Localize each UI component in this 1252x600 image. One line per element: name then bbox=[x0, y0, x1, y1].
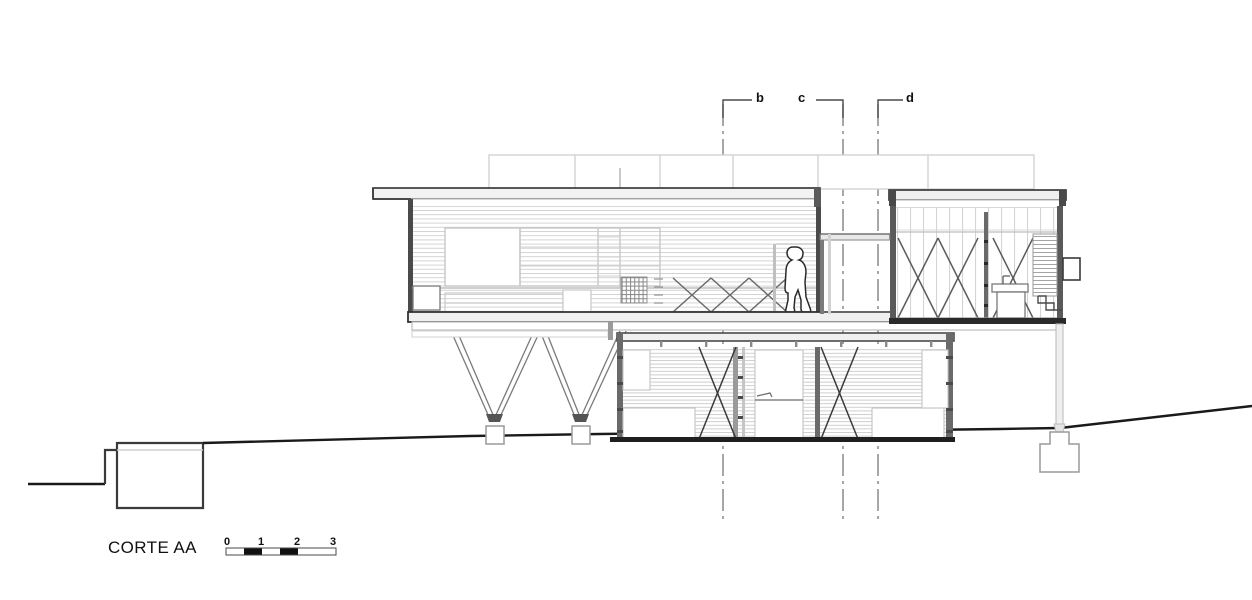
scale-tick-1: 1 bbox=[258, 536, 265, 548]
footings bbox=[485, 425, 591, 445]
scale-tick-0: 0 bbox=[224, 536, 231, 548]
grid-leader-c bbox=[816, 99, 844, 118]
lower-posts bbox=[733, 347, 820, 439]
grid-label-d: d bbox=[906, 90, 914, 105]
grid-label-b: b bbox=[756, 90, 764, 105]
scale-tick-3: 3 bbox=[330, 536, 337, 548]
grid-leaders bbox=[722, 99, 903, 118]
breezeway bbox=[819, 233, 891, 314]
grid-leader-d bbox=[877, 99, 903, 118]
footing-right bbox=[1039, 431, 1080, 473]
right-column bbox=[1039, 323, 1080, 473]
v-struts bbox=[450, 330, 627, 418]
page-title: CORTE AA bbox=[108, 538, 197, 557]
human-figure bbox=[784, 246, 812, 313]
footing-1 bbox=[485, 425, 505, 445]
cross-bracing-lower bbox=[698, 346, 859, 440]
upper-furniture bbox=[444, 289, 592, 314]
post-ticks bbox=[617, 356, 953, 433]
roof-parapet bbox=[488, 154, 1035, 190]
cross-bracing-right bbox=[897, 237, 1034, 319]
stair-treads bbox=[1032, 233, 1058, 297]
scale-bar-labels: 0 1 2 3 bbox=[224, 536, 340, 562]
fixture bbox=[991, 283, 1029, 319]
grid-label-c: c bbox=[798, 90, 806, 105]
main-roof bbox=[372, 187, 821, 208]
strut-collars bbox=[486, 414, 589, 422]
upper-mullions bbox=[520, 228, 660, 286]
scale-bar bbox=[225, 547, 337, 556]
lower-volume bbox=[610, 332, 955, 442]
scale-tick-2: 2 bbox=[294, 536, 301, 548]
cross-bracing-upper bbox=[672, 277, 788, 313]
window-box bbox=[1062, 257, 1081, 281]
stair-stringer bbox=[1037, 295, 1062, 311]
footing-2 bbox=[571, 425, 591, 445]
mesh-screen bbox=[620, 276, 648, 304]
right-volume bbox=[888, 189, 1081, 324]
dash-marks bbox=[654, 278, 663, 304]
cistern bbox=[103, 441, 205, 510]
terrain-line-right bbox=[1059, 404, 1252, 430]
grid-leader-b bbox=[722, 99, 752, 118]
left-lower-detail bbox=[411, 322, 613, 340]
upper-volume bbox=[408, 199, 821, 320]
